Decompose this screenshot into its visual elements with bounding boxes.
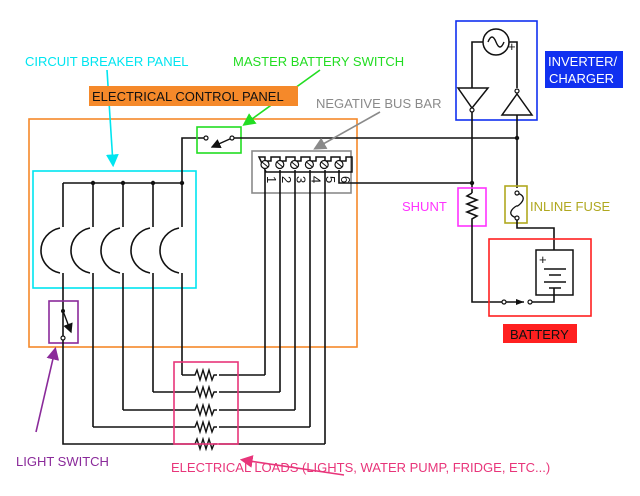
terminal-screw-icon: [304, 159, 314, 170]
electrical-control-panel-label: ELECTRICAL CONTROL PANEL: [92, 89, 284, 104]
battery-box: [488, 238, 592, 317]
terminal-screw-icon: [290, 159, 300, 170]
electrical-loads-label: ELECTRICAL LOADS (LIGHTS, WATER PUMP, FR…: [171, 460, 550, 475]
breaker-2: [70, 183, 94, 427]
terminal-number: 1: [264, 176, 279, 183]
light-switch-arrow: [35, 346, 60, 433]
light-switch-label: LIGHT SWITCH: [16, 454, 109, 469]
terminal-screw-icon: [334, 159, 344, 170]
master-battery-switch-label: MASTER BATTERY SWITCH: [233, 54, 404, 69]
load-resistor-icon: [192, 402, 217, 418]
inverter-label-bg: [545, 51, 623, 88]
breaker-5: [159, 183, 183, 375]
bus-bar-arrow: [313, 111, 381, 150]
breaker-4: [130, 183, 154, 392]
breaker-1: [40, 183, 64, 338]
terminal-screw-icon: [260, 159, 270, 170]
terminal-number: 3: [294, 176, 309, 183]
terminal-screw-icon: [319, 159, 329, 170]
electrical-loads-box: [173, 361, 239, 445]
battery-label-bg: [503, 324, 577, 343]
electrical-control-panel-box: [28, 118, 358, 348]
loads-arrow: [239, 455, 345, 476]
master-battery-switch[interactable]: [203, 135, 235, 149]
electrical-control-panel-label-bg: [89, 86, 298, 106]
inverter-charger: +: [456, 28, 534, 116]
diode-down-icon: [456, 87, 490, 110]
breaker-3: [100, 183, 124, 410]
terminal-number: 5: [323, 176, 338, 183]
breaker-arrow: [106, 69, 119, 168]
shunt-resistor: [464, 192, 504, 303]
master-battery-switch-box: [196, 126, 242, 154]
negative-bus-bar-label: NEGATIVE BUS BAR: [316, 96, 441, 111]
battery: +: [501, 249, 574, 305]
breakers: [40, 137, 205, 427]
inverter-wires: [471, 112, 518, 193]
inverter-plus: +: [508, 39, 516, 54]
inverter-charger-box: [455, 20, 538, 121]
inverter-label-line1: INVERTER/: [548, 54, 617, 69]
inline-fuse-box: [504, 185, 528, 224]
load-resistor-icon: [192, 367, 217, 383]
load-resistor-icon: [192, 384, 217, 400]
terminal-number: 6: [338, 176, 353, 183]
inverter-label-line2: CHARGER: [549, 71, 614, 86]
battery-plus: +: [539, 252, 547, 267]
diode-up-icon: [500, 92, 534, 116]
circuit-breaker-panel-box: [32, 170, 197, 289]
electrical-loads: [192, 367, 217, 452]
terminal-number: 2: [279, 176, 294, 183]
circuit-breaker-panel-label: CIRCUIT BREAKER PANEL: [25, 54, 189, 69]
terminal-screw-icon: [275, 159, 285, 170]
load-resistor-icon: [192, 419, 217, 435]
battery-label: BATTERY: [510, 327, 569, 342]
load-wiring: [62, 340, 325, 445]
inline-fuse-label: INLINE FUSE: [530, 199, 611, 214]
terminal-number: 4: [308, 176, 323, 183]
shunt-label: SHUNT: [402, 199, 447, 214]
